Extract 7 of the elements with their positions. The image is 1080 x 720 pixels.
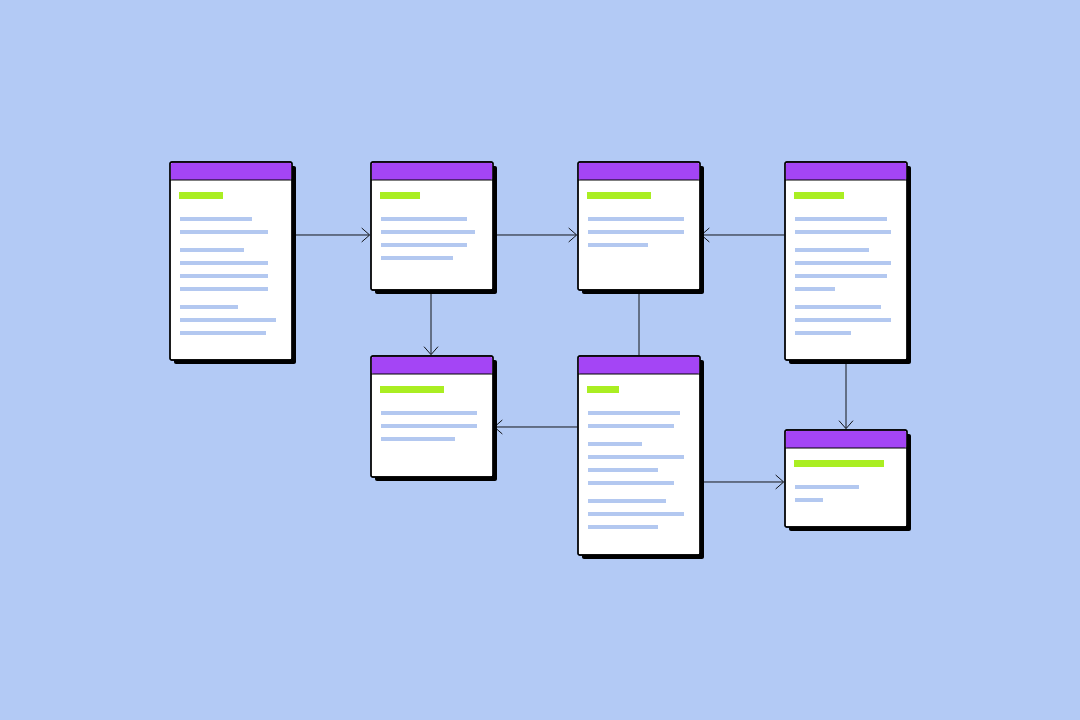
window-card [577, 161, 704, 294]
window-card [784, 429, 911, 531]
window-card [169, 161, 296, 364]
window-card [577, 355, 704, 559]
window-card [370, 161, 497, 294]
window-card [370, 355, 497, 481]
window-card [784, 161, 911, 364]
